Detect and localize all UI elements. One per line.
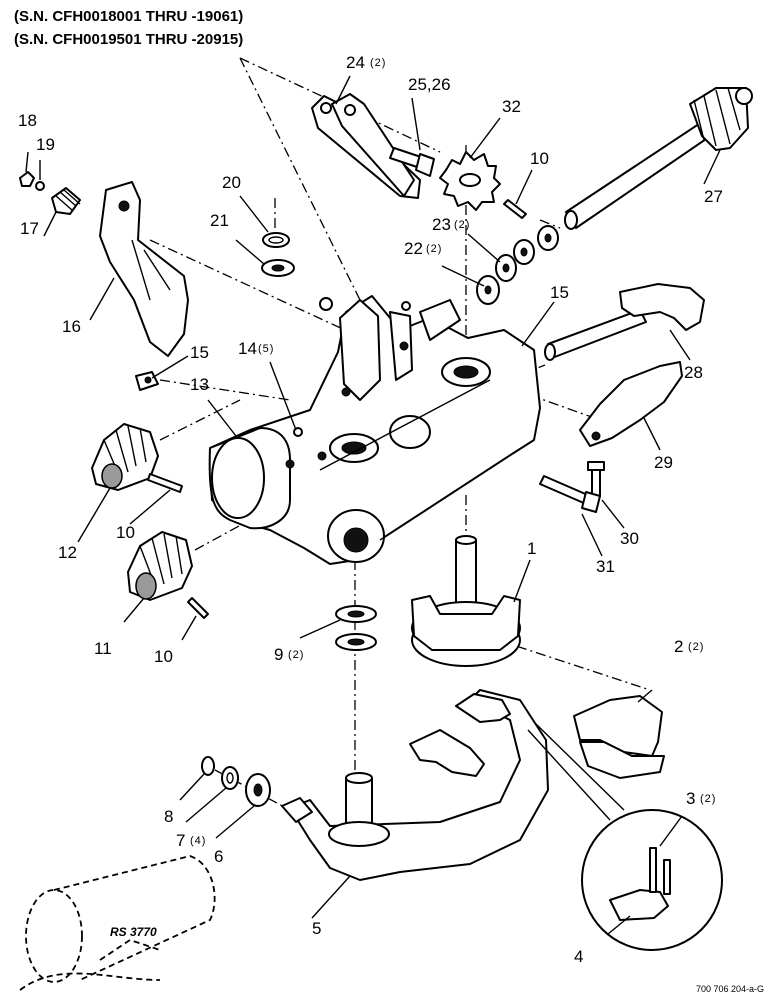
- callout-12: 12: [58, 543, 77, 562]
- callout-13: 13: [190, 375, 209, 394]
- guard-bracket-16: [99, 181, 189, 357]
- spring-17-nut-18-washer-19: [19, 171, 81, 215]
- bolt-25-26: [389, 147, 435, 177]
- drawing-code: 700 706 204-a-G: [695, 984, 764, 994]
- tractor-decal: RS 3770: [110, 925, 157, 939]
- callout-8: 8: [164, 807, 173, 826]
- callout-28: 28: [684, 363, 703, 382]
- callout-11: 11: [94, 639, 112, 658]
- callout-19: 19: [36, 135, 55, 154]
- callout-7: 7: [176, 831, 185, 850]
- callout-5: 5: [312, 919, 321, 938]
- frame-5: [281, 689, 549, 881]
- callout-32: 32: [502, 97, 521, 116]
- callout-27: 27: [704, 187, 723, 206]
- tractor-outline: RS 3770: [19, 855, 216, 991]
- callout-1: 1: [527, 539, 536, 558]
- callout-4: 4: [574, 947, 583, 966]
- bevel-gear-11: [127, 531, 209, 619]
- guide-2: [573, 695, 665, 779]
- serial-range-1: (S.N. CFH0018001 THRU -19061): [14, 8, 244, 25]
- leader-lines: [25, 75, 721, 935]
- roll-pin-10-upper: [503, 199, 527, 219]
- knotter-arm-28: [544, 283, 705, 361]
- washers-22-23: [476, 225, 559, 305]
- ring-8: [201, 756, 215, 776]
- callout-18: 18: [18, 111, 37, 130]
- plate-29: [579, 361, 683, 447]
- star-wheel-32: [439, 151, 501, 211]
- callout-15-a: 15: [190, 343, 209, 362]
- callout-30: 30: [620, 529, 639, 548]
- bolt-31: [539, 475, 601, 513]
- callout-16: 16: [62, 317, 81, 336]
- callout-3-qty: (2): [700, 793, 716, 805]
- callout-25-26: 25,26: [408, 75, 451, 94]
- knife-disc-1: [411, 535, 521, 667]
- callout-2: 2: [674, 637, 683, 656]
- callout-22-qty: (2): [426, 243, 442, 255]
- worm-shaft-27: [564, 87, 753, 230]
- callout-9: 9: [274, 645, 283, 664]
- washers-9: [335, 605, 377, 651]
- callout-21: 21: [210, 211, 229, 230]
- callout-7-qty: (4): [190, 835, 206, 847]
- callout-29: 29: [654, 453, 673, 472]
- detail-circle: [527, 723, 723, 951]
- clip-15-left: [135, 371, 159, 391]
- callout-14: 14: [238, 339, 257, 358]
- bevel-gear-12: [91, 423, 183, 493]
- callout-23: 23: [432, 215, 451, 234]
- callout-14-qty: (5): [258, 343, 274, 355]
- link-plate-24: [311, 93, 421, 199]
- callout-3: 3: [686, 789, 695, 808]
- callout-17: 17: [20, 219, 39, 238]
- callout-31: 31: [596, 557, 615, 576]
- callout-20: 20: [222, 173, 241, 192]
- callout-24-qty: (2): [370, 57, 386, 69]
- callout-9-qty: (2): [288, 649, 304, 661]
- callout-10-c: 10: [530, 149, 549, 168]
- callout-6: 6: [214, 847, 223, 866]
- callout-24: 24: [346, 53, 365, 72]
- callout-10-a: 10: [116, 523, 135, 542]
- washer-21: [261, 259, 295, 277]
- callout-22: 22: [404, 239, 423, 258]
- gear-housing-13: [208, 295, 541, 565]
- bushing-6: [245, 773, 271, 807]
- callout-labels: 1 2 (2) 3 (2) 4 5 6 7 (4) 8 9 (2) 10 10 …: [18, 53, 723, 966]
- snap-ring-20: [262, 232, 290, 248]
- callout-10-b: 10: [154, 647, 173, 666]
- callout-2-qty: (2): [688, 641, 704, 653]
- serial-range-2: (S.N. CFH0019501 THRU -20915): [14, 31, 244, 48]
- washer-7: [221, 766, 239, 790]
- screw-30: [587, 461, 605, 497]
- callout-15-b: 15: [550, 283, 569, 302]
- callout-23-qty: (2): [454, 219, 470, 231]
